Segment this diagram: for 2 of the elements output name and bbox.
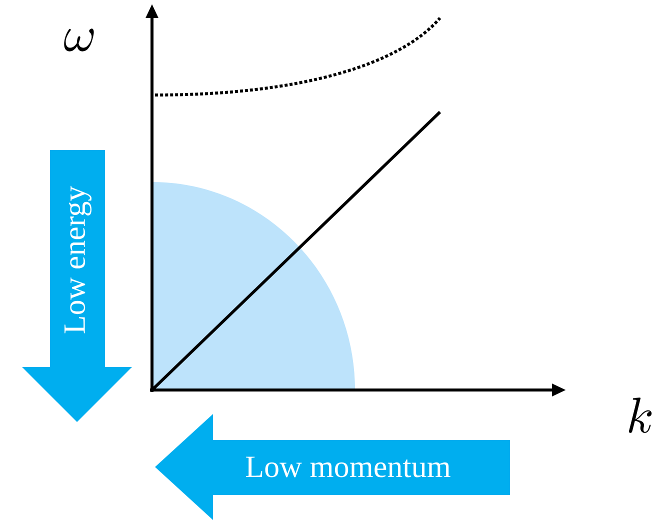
k-symbol: $k$ [628, 398, 652, 433]
omega-symbol: $\omega$ [64, 28, 94, 52]
